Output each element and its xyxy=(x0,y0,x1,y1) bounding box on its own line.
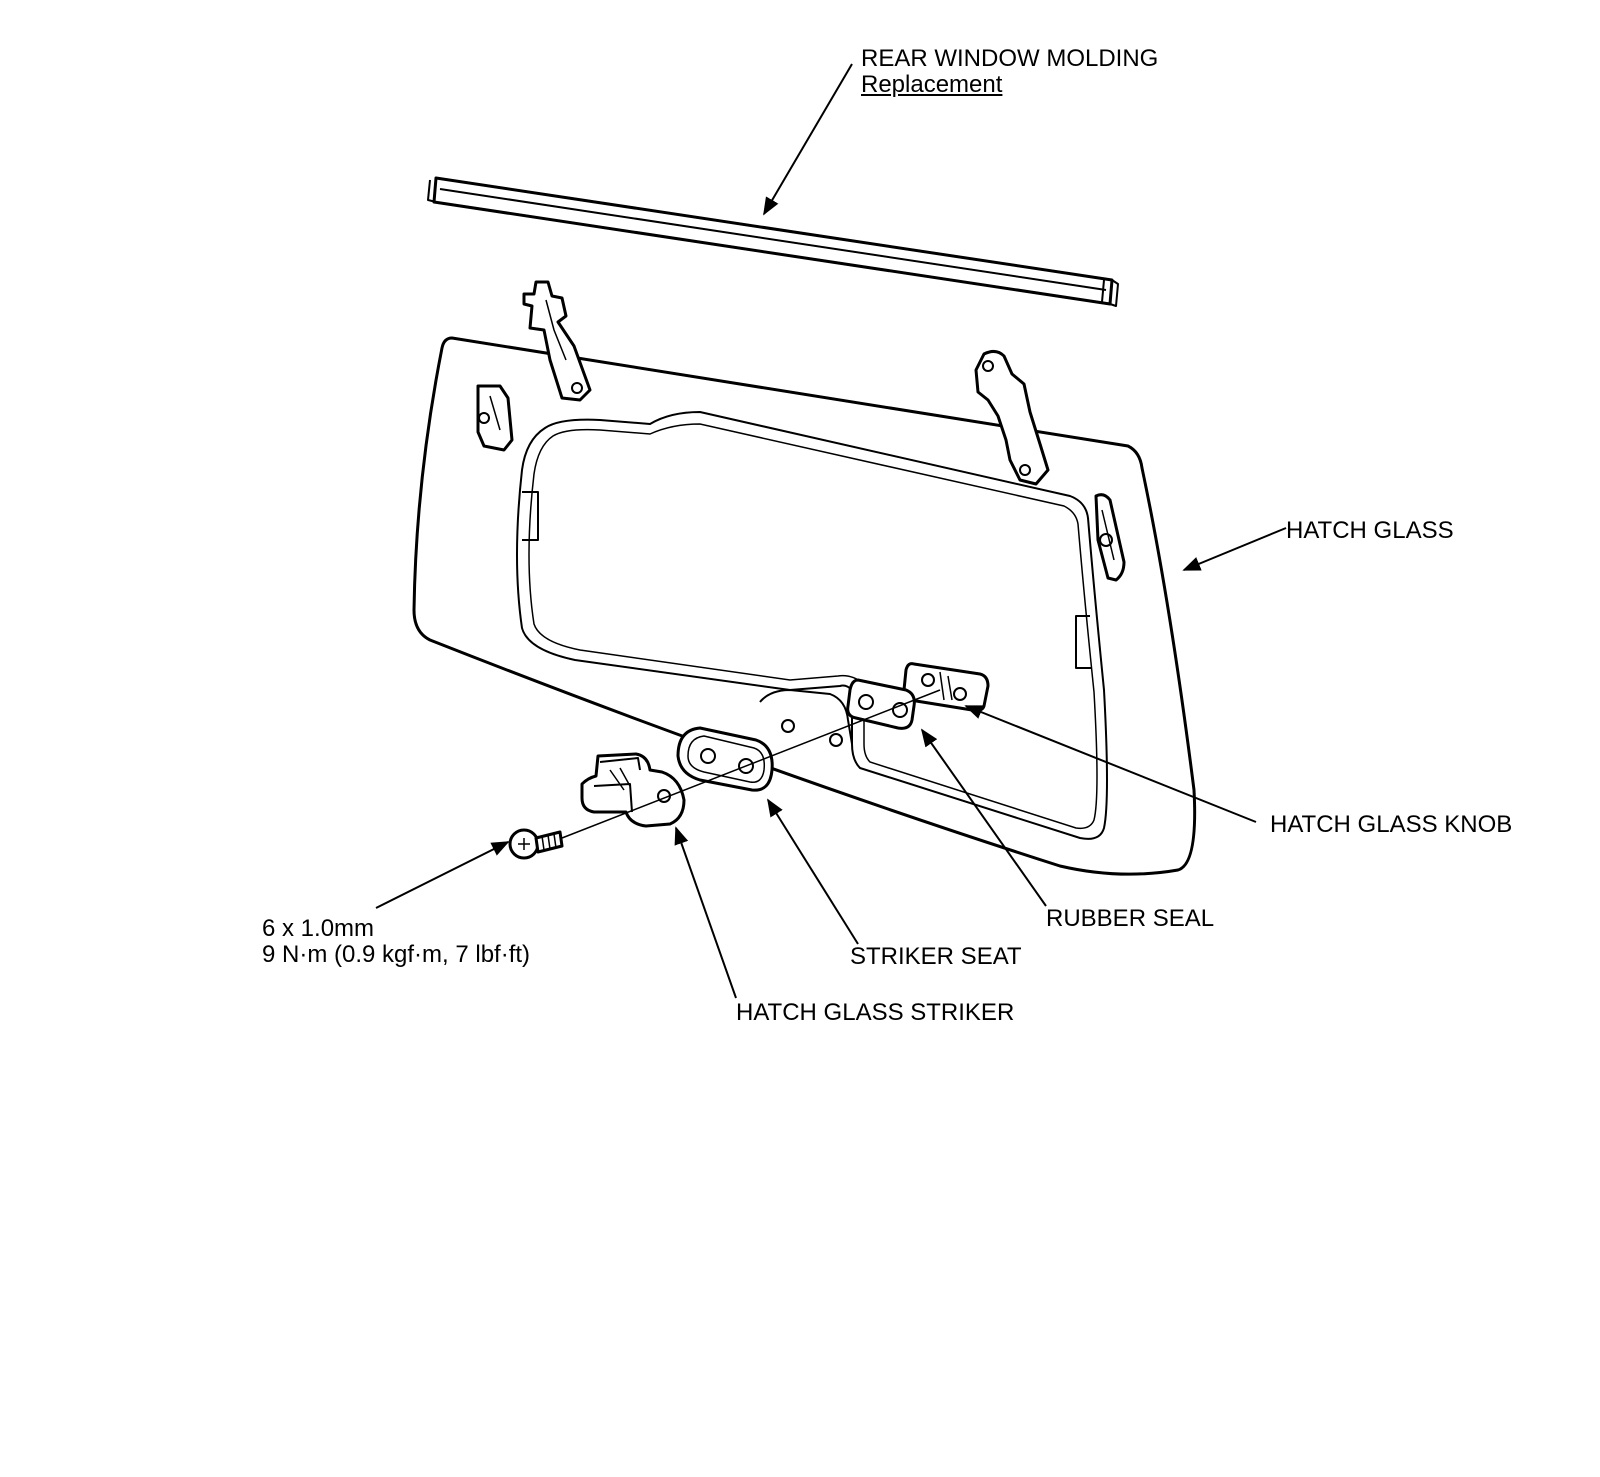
hatch-glass-panel xyxy=(412,336,1197,876)
rubber-seal-label: RUBBER SEAL xyxy=(1046,905,1215,932)
bolt-size-label: 6 x 1.0mm xyxy=(262,915,375,942)
rubber-seal xyxy=(846,678,916,730)
leader-bolt xyxy=(375,841,510,909)
rear-window-molding xyxy=(427,176,1119,307)
right-hinge xyxy=(974,349,1050,486)
assembly-axis-line xyxy=(561,689,941,839)
left-hinge xyxy=(522,280,592,402)
hatch-glass-label: HATCH GLASS xyxy=(1286,517,1454,544)
leader-striker xyxy=(674,826,737,999)
striker-seat-label: STRIKER SEAT xyxy=(850,943,1022,970)
leader-striker-seat xyxy=(767,798,859,945)
striker-seat xyxy=(676,726,774,792)
molding-label: REAR WINDOW MOLDING xyxy=(861,45,1159,72)
bolt-torque-label: 9 N·m (0.9 kgf·m, 7 lbf·ft) xyxy=(262,941,531,968)
hatch-glass-striker xyxy=(580,752,686,828)
leader-hatch-glass xyxy=(1182,527,1287,571)
right-corner-pin xyxy=(1094,493,1126,582)
hatch-glass-striker-label: HATCH GLASS STRIKER xyxy=(736,999,1015,1026)
leader-knob xyxy=(964,705,1257,823)
left-corner-pin xyxy=(476,384,514,452)
molding-replacement-label: Replacement xyxy=(861,71,1003,98)
bolt xyxy=(508,828,564,860)
hatch-glass-knob-label: HATCH GLASS KNOB xyxy=(1270,811,1513,838)
leader-rubber-seal xyxy=(920,728,1047,907)
leader-molding xyxy=(763,63,853,216)
